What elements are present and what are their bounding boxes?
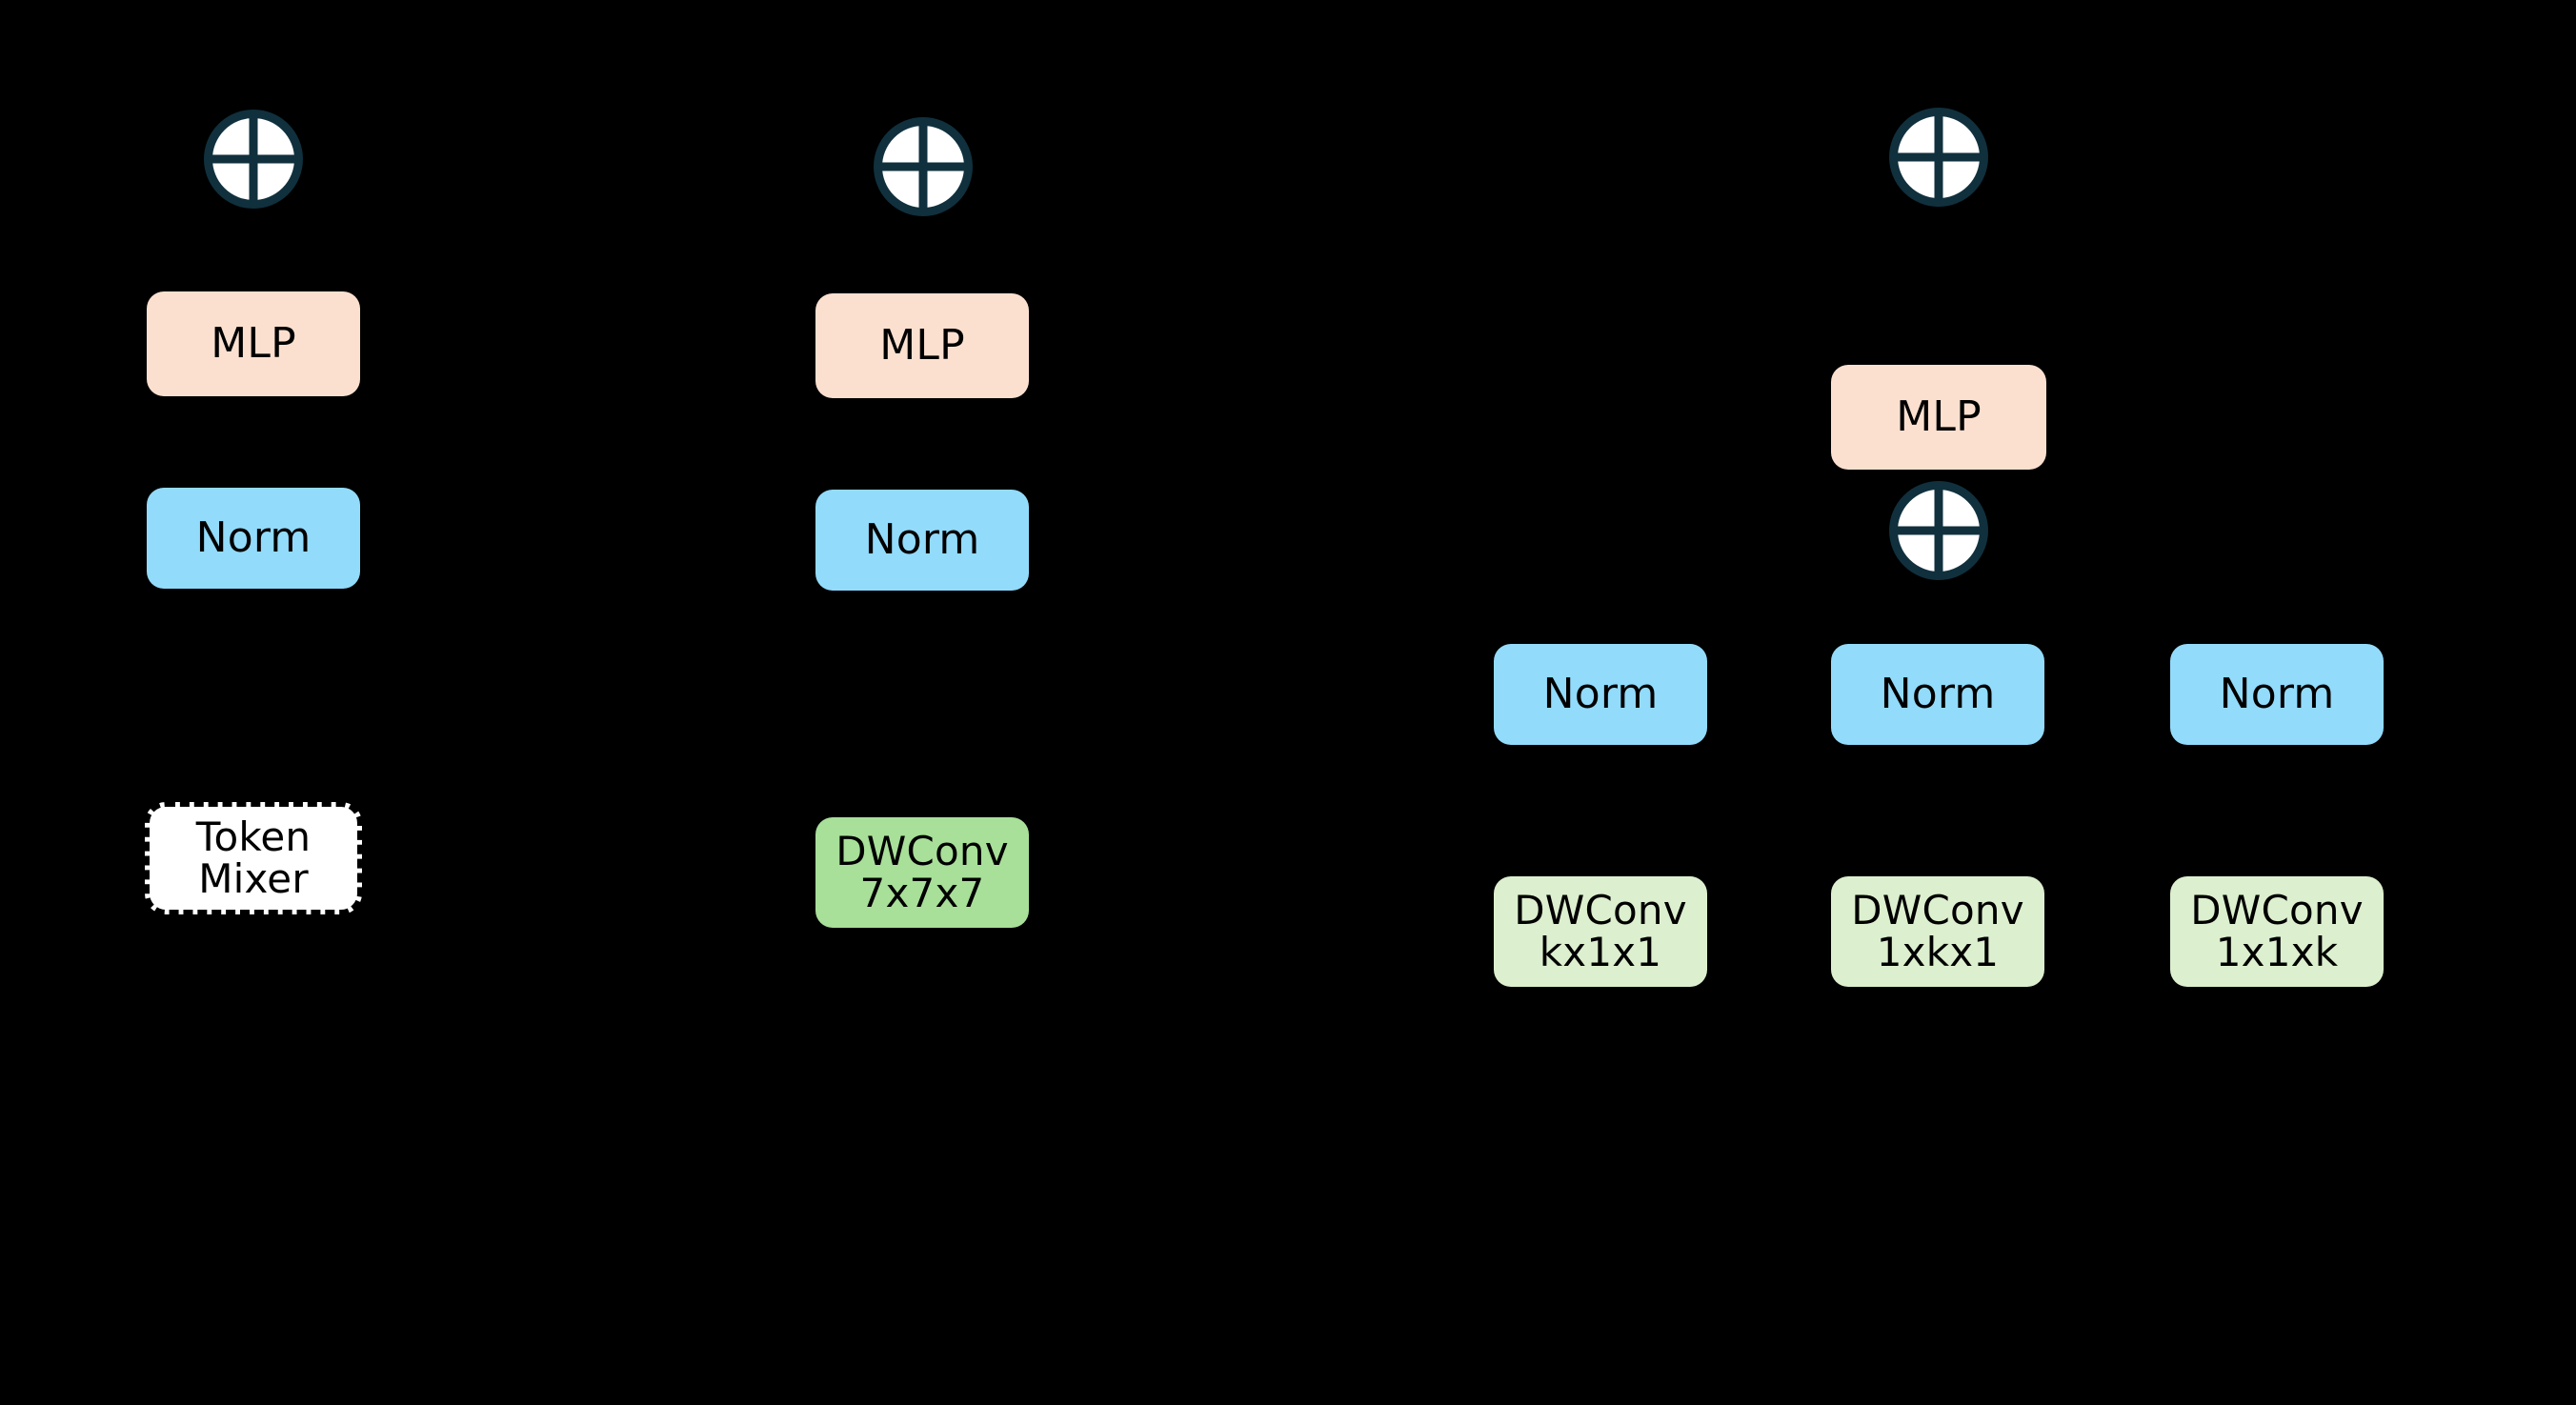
norm-block-k11: Norm <box>1494 644 1707 745</box>
norm-block: Norm <box>147 488 360 589</box>
norm-block-1k1-label-0: Norm <box>1880 670 1996 719</box>
norm-block-1k1: Norm <box>1831 644 2044 745</box>
norm-block-label-0: Norm <box>864 515 980 565</box>
norm-block-label-0: Norm <box>195 513 312 563</box>
mlp-block: MLP <box>815 293 1029 398</box>
mlp-block-label-0: MLP <box>211 319 296 369</box>
dwconv-block-kx1x1-label-0: DWConv <box>1514 887 1687 934</box>
dwconv-block-label-1: 7x7x7 <box>859 870 985 916</box>
mlp-block: MLP <box>147 291 360 396</box>
dwconv-block-1x1xk-label-0: DWConv <box>2190 887 2364 934</box>
dwconv-block-1x1xk-label-1: 1x1xk <box>2215 929 2339 975</box>
mlp-block: MLP <box>1831 365 2046 470</box>
plus-circle-icon <box>204 110 303 209</box>
dwconv-block-1xkx1-label-0: DWConv <box>1851 887 2024 934</box>
mlp-block-label-0: MLP <box>1896 392 1982 442</box>
norm-block-11k: Norm <box>2170 644 2384 745</box>
norm-block: Norm <box>815 490 1029 591</box>
mlp-block-label-0: MLP <box>879 321 965 371</box>
plus-circle-icon <box>874 117 973 216</box>
dwconv-block-kx1x1-label-1: kx1x1 <box>1539 929 1662 975</box>
dwconv-block-label-0: DWConv <box>835 828 1009 875</box>
token-mixer-block-label-0: Token <box>195 813 312 861</box>
norm-block-k11-label-0: Norm <box>1542 670 1659 719</box>
token-mixer-block-label-1: Mixer <box>198 855 309 902</box>
plus-circle-icon <box>1889 108 1988 207</box>
norm-block-11k-label-0: Norm <box>2219 670 2335 719</box>
plus-circle-icon <box>1889 481 1988 580</box>
dwconv-block-1xkx1-label-1: 1xkx1 <box>1876 929 2000 975</box>
